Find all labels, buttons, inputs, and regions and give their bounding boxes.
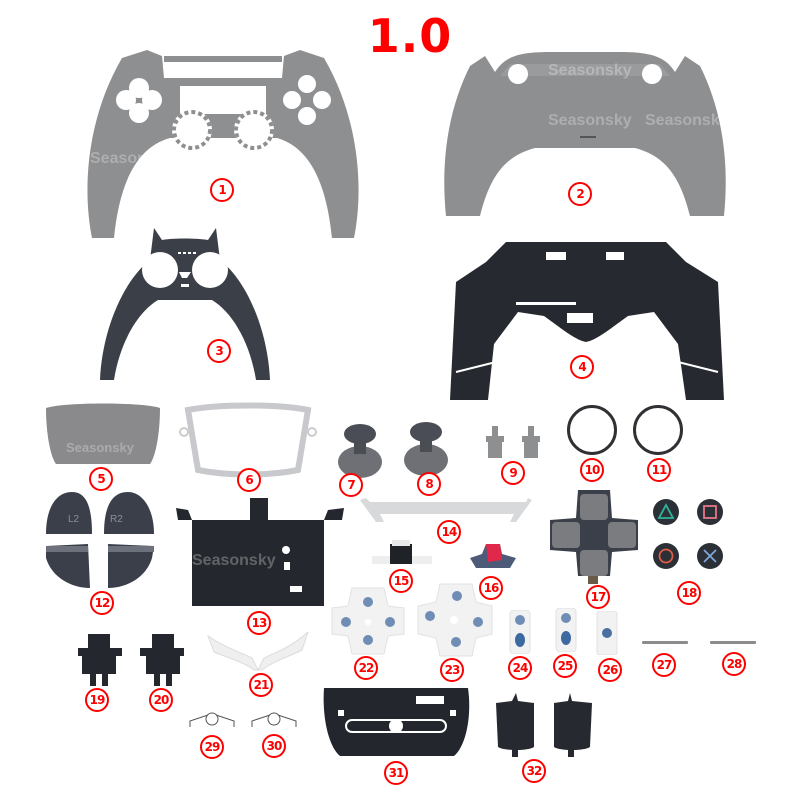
part-label-11: 11 [647, 458, 671, 482]
part-label-7: 7 [339, 473, 363, 497]
part-label-30: 30 [262, 734, 286, 758]
part-light-bar-guide [206, 632, 310, 672]
part-label-5: 5 [89, 467, 113, 491]
part-label-18: 18 [677, 581, 701, 605]
part-right-thumbstick [398, 418, 454, 478]
part-touchpad [44, 402, 162, 468]
part-left-motor-bracket [76, 634, 124, 686]
part-label-8: 8 [417, 472, 441, 496]
trigger-text-l2: L2 [68, 514, 80, 525]
part-mute-button [470, 544, 516, 570]
part-label-1: 1 [210, 178, 234, 202]
part-touchpad-frame [178, 400, 318, 480]
part-label-31: 31 [384, 761, 408, 785]
part-ring-right [633, 405, 683, 455]
part-right-motor-bracket [138, 634, 186, 686]
part-label-26: 26 [598, 658, 622, 682]
part-share-option-buttons [482, 426, 546, 462]
part-label-25: 25 [553, 654, 577, 678]
part-label-19: 19 [85, 688, 109, 712]
part-ring-left [567, 405, 617, 455]
part-support-bar [356, 496, 536, 526]
part-label-24: 24 [508, 656, 532, 680]
part-label-14: 14 [437, 520, 461, 544]
part-label-12: 12 [90, 591, 114, 615]
part-label-4: 4 [570, 355, 594, 379]
part-trim-strip [92, 222, 278, 382]
part-action-buttons [652, 494, 728, 574]
part-label-22: 22 [354, 656, 378, 680]
part-home-button [372, 540, 432, 568]
part-trigger-rod-left [642, 641, 688, 644]
part-label-28: 28 [722, 652, 746, 676]
part-label-15: 15 [389, 569, 413, 593]
part-label-6: 6 [237, 468, 261, 492]
part-label-10: 10 [580, 458, 604, 482]
part-label-2: 2 [568, 182, 592, 206]
part-label-9: 9 [501, 461, 525, 485]
part-left-thumbstick [332, 420, 388, 480]
part-trigger-spring-right [250, 711, 298, 729]
part-trigger-rod-right [710, 641, 756, 644]
part-label-29: 29 [200, 735, 224, 759]
part-label-21: 21 [249, 673, 273, 697]
part-action-rubber [416, 582, 494, 658]
part-trigger-spring-left [188, 711, 236, 729]
part-dpad [548, 488, 640, 584]
part-battery-bracket [174, 496, 346, 606]
part-front-shell [82, 38, 364, 238]
part-home-rubber [595, 611, 619, 655]
part-label-16: 16 [479, 576, 503, 600]
part-triggers [42, 488, 162, 592]
part-bottom-bracket [322, 686, 472, 760]
part-l1-rubber [508, 610, 532, 654]
part-label-13: 13 [247, 611, 271, 635]
part-label-23: 23 [440, 658, 464, 682]
part-label-3: 3 [207, 339, 231, 363]
part-back-shell [440, 36, 730, 226]
part-motor-covers [494, 693, 596, 757]
part-label-32: 32 [522, 759, 546, 783]
part-label-27: 27 [652, 653, 676, 677]
part-label-17: 17 [586, 585, 610, 609]
part-r1-rubber [554, 608, 578, 652]
version-title: 1.0 [367, 9, 453, 63]
part-label-20: 20 [149, 688, 173, 712]
part-dpad-rubber [330, 586, 406, 656]
part-inner-frame [446, 232, 728, 400]
trigger-text-r2: R2 [110, 514, 123, 525]
